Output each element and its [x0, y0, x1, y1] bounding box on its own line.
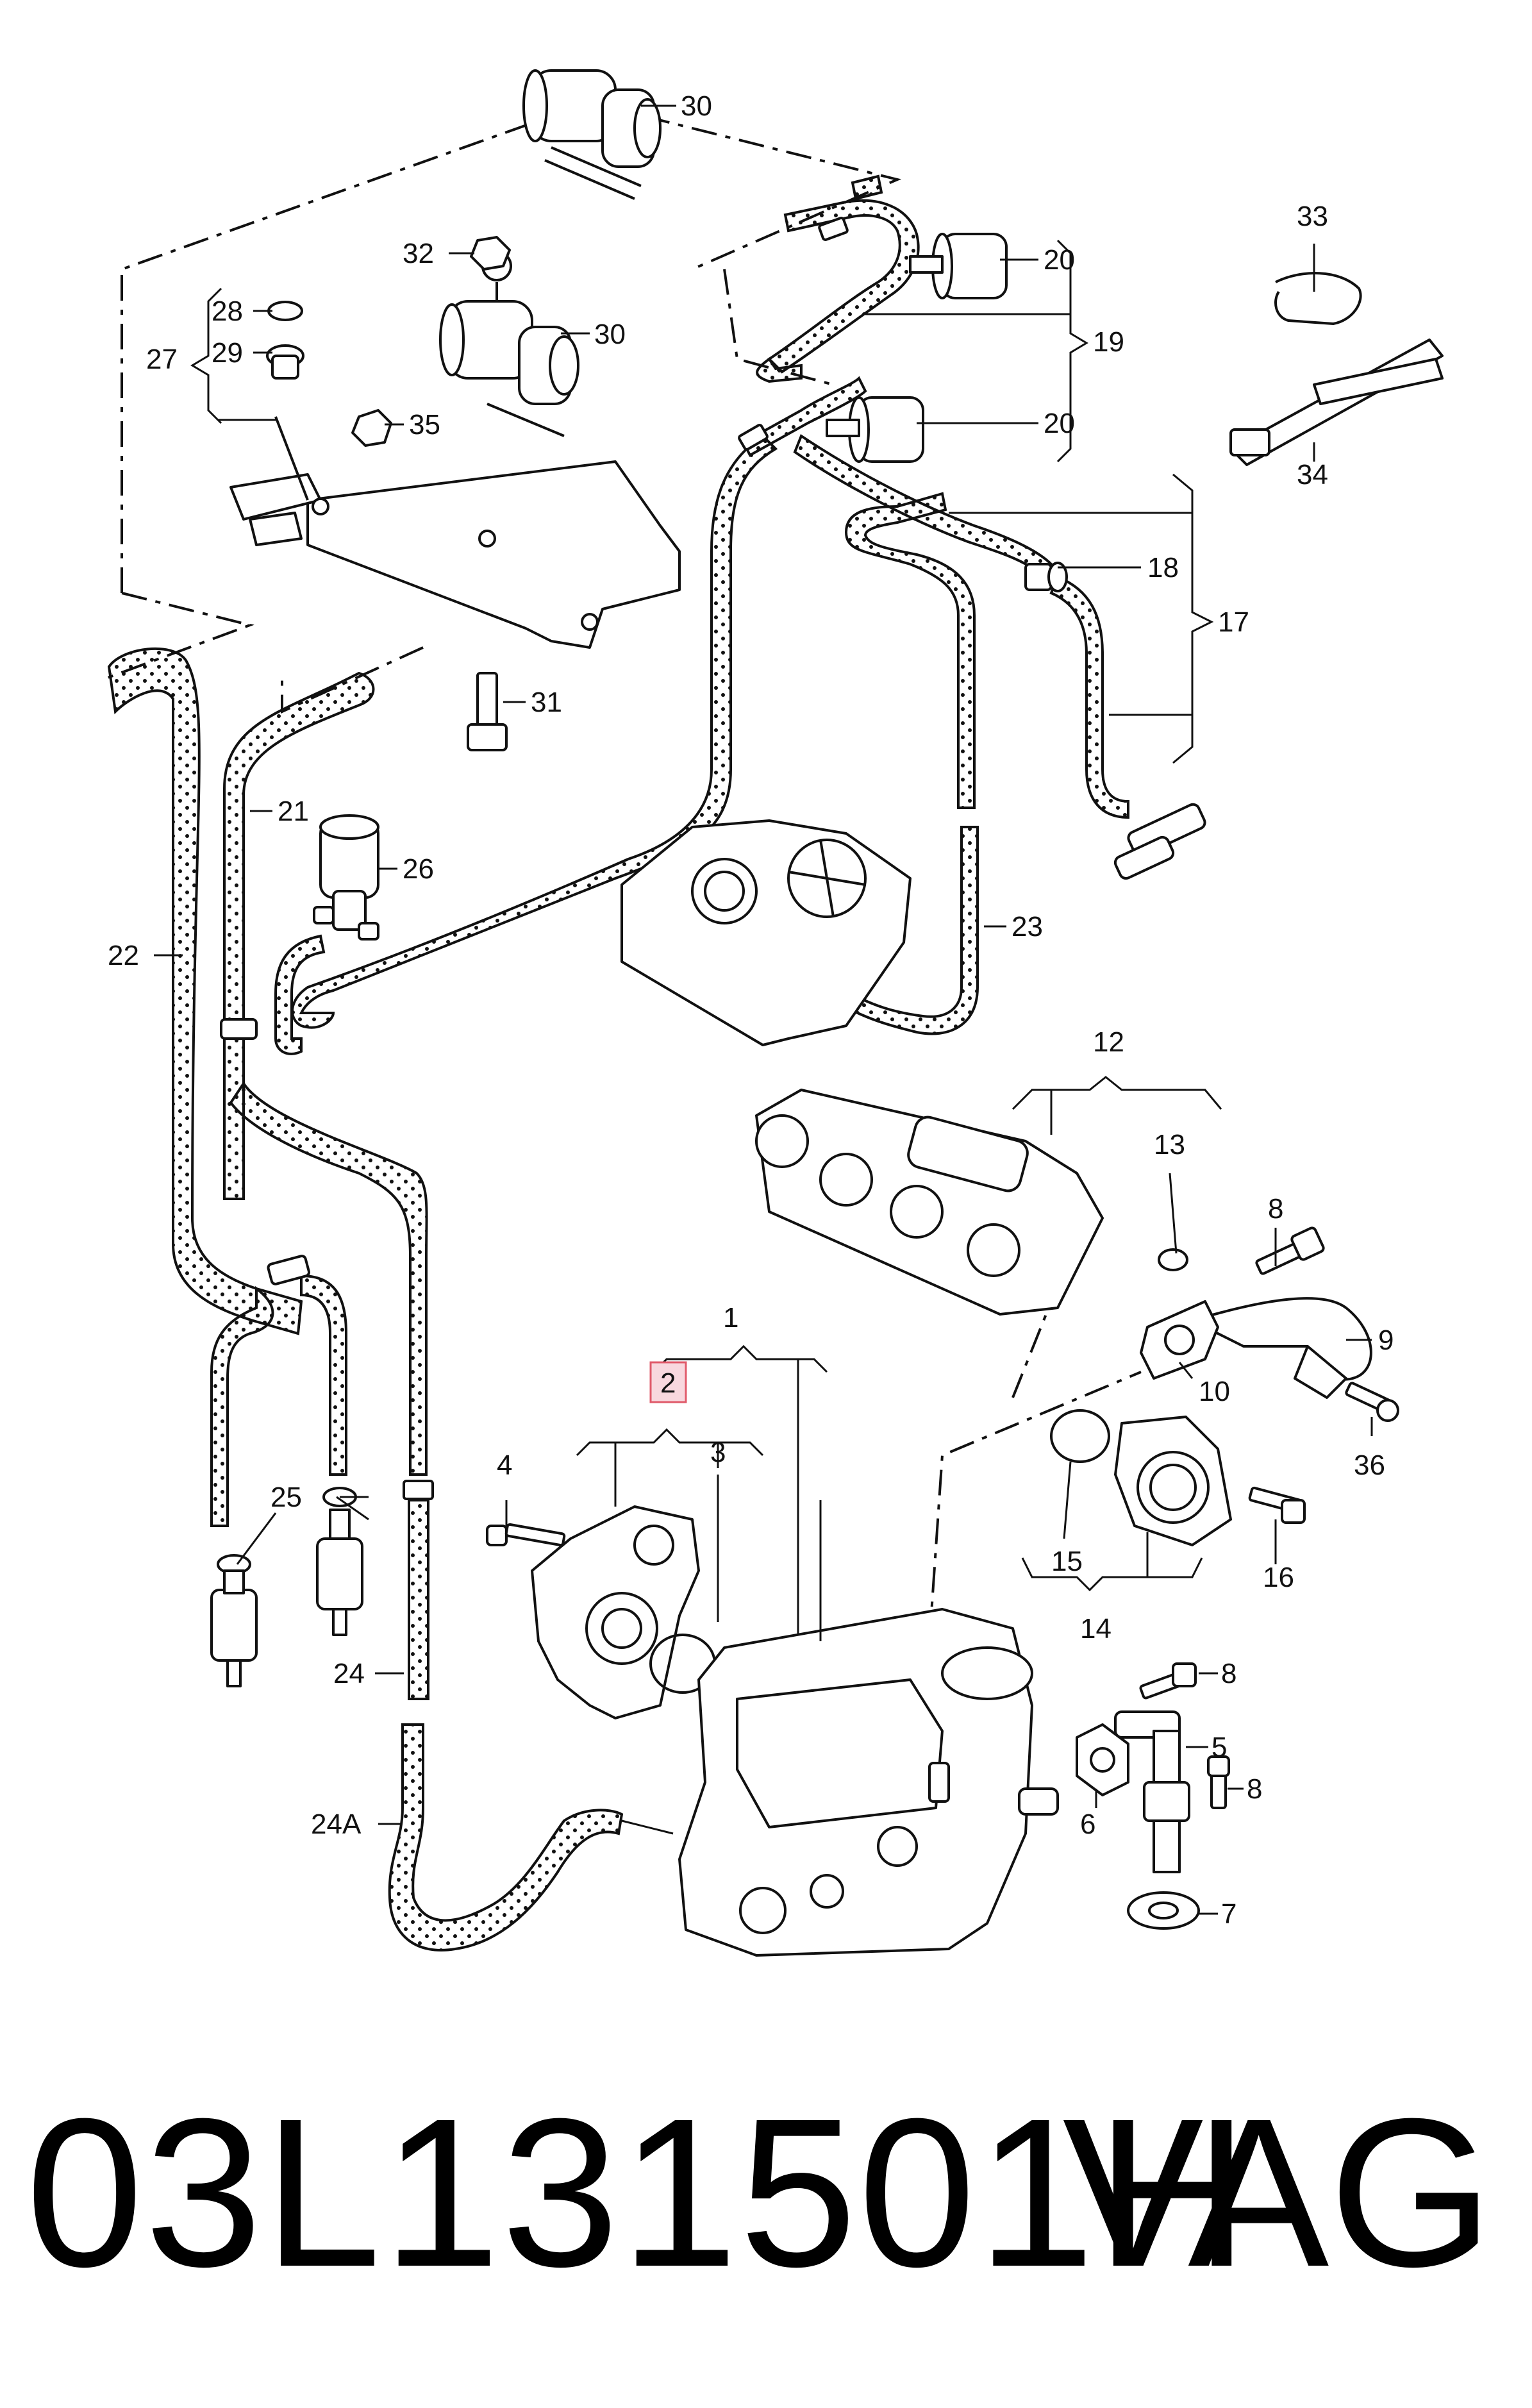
bolt-8-upper: [1255, 1226, 1325, 1275]
callout-26: 26: [403, 853, 434, 885]
grommet-28-29: [266, 301, 304, 380]
callout-8-lower: 8: [1247, 1773, 1262, 1805]
callout-4: 4: [497, 1450, 512, 1481]
callout-8-upper: 8: [1268, 1193, 1283, 1225]
nut-35: [351, 409, 392, 447]
callout-19: 19: [1093, 326, 1124, 358]
callout-23: 23: [1012, 911, 1043, 942]
cylinder-head-cover: [620, 819, 912, 1046]
cable-tie-34: [1229, 339, 1444, 466]
hose-22: [107, 647, 303, 1335]
callout-1: 1: [723, 1302, 738, 1334]
valve-26: [313, 814, 379, 941]
hose-30-top: [851, 174, 883, 201]
hose-24A: [388, 1723, 624, 1952]
egr-valve-2: [531, 1505, 700, 1719]
filter-left-25: [210, 1554, 258, 1687]
callout-27: 27: [146, 344, 178, 375]
callout-20-lower: 20: [1044, 408, 1075, 439]
hoses: [107, 174, 1129, 1952]
callout-36: 36: [1354, 1450, 1385, 1481]
callout-22: 22: [108, 940, 139, 971]
highlight-box-2: [649, 1361, 687, 1403]
nut-32: [470, 236, 511, 271]
callout-6: 6: [1080, 1809, 1095, 1840]
hose-24: [408, 1499, 429, 1700]
callout-24A: 24A: [311, 1809, 362, 1840]
callout-8-middle: 8: [1221, 1658, 1236, 1689]
hose-19b: [756, 357, 803, 383]
bracket-27: [229, 416, 681, 649]
callout-28: 28: [212, 296, 243, 327]
pressure-converter-30-lower: [439, 251, 579, 437]
egr-pipe-5: [1114, 1710, 1190, 1873]
gasket-13: [1158, 1248, 1188, 1271]
gasket-10: [1140, 1300, 1219, 1380]
callout-16: 16: [1263, 1562, 1294, 1593]
callout-15: 15: [1051, 1546, 1083, 1577]
callout-32: 32: [403, 238, 434, 269]
filter-right-25: [316, 1487, 363, 1636]
filter-20-upper: [909, 233, 1008, 299]
hose-25: [300, 1274, 347, 1476]
leader-lines: [154, 105, 1373, 1915]
hose-19a: [767, 199, 920, 374]
hose-18: [1049, 575, 1129, 819]
connector-18: [1024, 562, 1068, 592]
filter-20-lower: [826, 396, 924, 463]
o-ring-15: [1050, 1409, 1110, 1463]
callout-13: 13: [1154, 1129, 1185, 1160]
pressure-converter-30-upper: [522, 69, 662, 200]
callout-21: 21: [278, 796, 309, 827]
egr-cooler-1: [678, 1608, 1059, 1957]
callout-35: 35: [409, 409, 440, 440]
hose-top-network: [742, 376, 867, 457]
components: [210, 69, 1444, 1957]
callout-30-upper: 30: [681, 90, 712, 122]
hose-24-upper: [229, 1081, 428, 1476]
hose-21: [223, 671, 375, 1200]
bolt-36: [1345, 1382, 1399, 1422]
part-number: 03L131501H: [26, 2074, 1251, 2311]
hose-clamps: [220, 217, 849, 1500]
group-brackets: [190, 239, 1222, 1635]
callout-3: 3: [710, 1437, 726, 1468]
callout-12: 12: [1093, 1026, 1124, 1058]
callout-10: 10: [1199, 1376, 1230, 1407]
callout-20-upper: 20: [1044, 244, 1075, 276]
callout-5: 5: [1211, 1732, 1227, 1763]
clip-33: [1274, 272, 1362, 325]
intake-manifold-12: [755, 1089, 1104, 1316]
callout-34: 34: [1297, 459, 1328, 490]
hose-upper-right: [844, 492, 976, 809]
callout-14: 14: [1080, 1613, 1112, 1644]
hose-lower-left: [210, 1285, 274, 1527]
gasket-6: [1076, 1723, 1129, 1796]
callout-29: 29: [212, 337, 243, 369]
connector-17-end: [1113, 803, 1206, 880]
bolt-31: [467, 672, 508, 751]
callout-2: 2: [660, 1367, 676, 1399]
callout-18: 18: [1147, 552, 1179, 583]
bolt-4: [486, 1523, 566, 1547]
callout-33: 33: [1297, 201, 1328, 232]
callout-17: 17: [1218, 606, 1249, 638]
bolt-8-middle: [1139, 1662, 1197, 1700]
callout-24: 24: [333, 1658, 365, 1689]
gasket-7: [1127, 1891, 1200, 1930]
throttle-body-14: [1114, 1416, 1232, 1546]
callout-31: 31: [531, 687, 562, 718]
egr-pipe-9: [1191, 1297, 1372, 1399]
hose-26-loop: [274, 934, 326, 1055]
callout-9: 9: [1378, 1325, 1394, 1356]
bolt-8-lower: [1207, 1755, 1230, 1809]
callout-7: 7: [1221, 1898, 1236, 1930]
callout-labels: 30 30 32 28 29 27 35 31 20 20 19 33 34 1…: [108, 90, 1394, 1930]
callout-25: 25: [271, 1482, 302, 1513]
brand-name: VAG: [1062, 2074, 1494, 2311]
bolt-16: [1248, 1486, 1306, 1524]
callout-30-lower: 30: [594, 319, 626, 350]
